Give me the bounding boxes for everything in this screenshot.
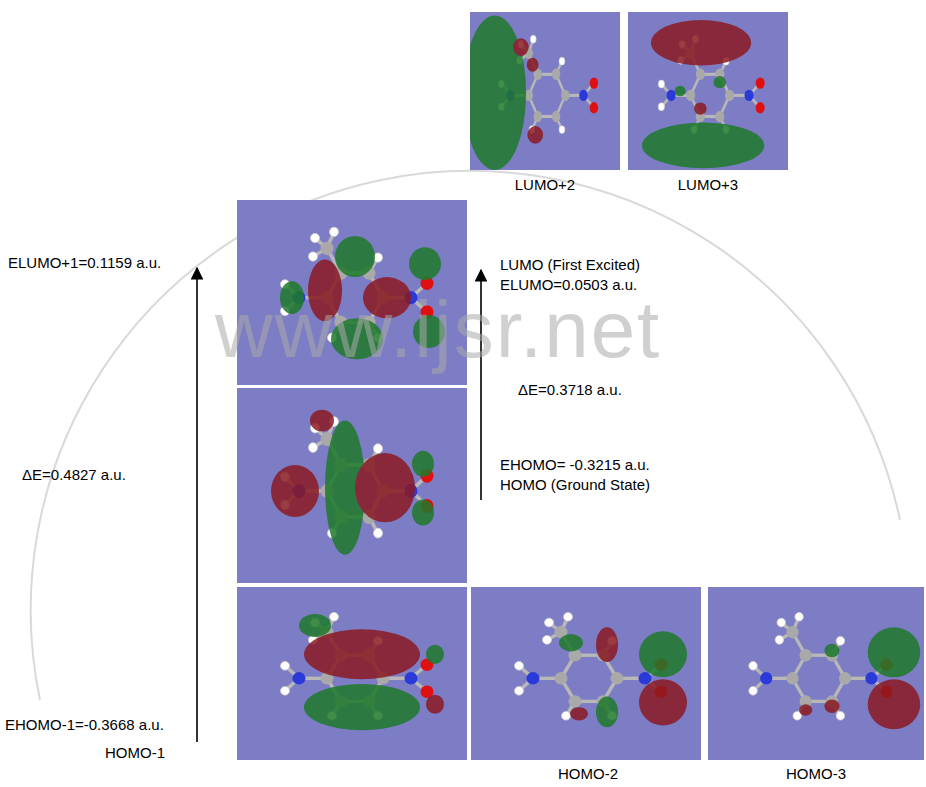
energy-gap-label: ΔE=0.3718 a.u.	[518, 381, 622, 399]
orbital-label: HOMO (Ground State)	[500, 476, 650, 494]
orbital-panel	[471, 587, 701, 760]
orbital-label: LUMO+3	[678, 176, 738, 194]
watermark-text: www.ijsr.net	[215, 284, 661, 376]
orbital-panel	[237, 200, 467, 385]
orbital-panel	[237, 587, 467, 760]
orbital-panel	[463, 12, 620, 170]
orbital-label: HOMO-2	[558, 765, 618, 783]
energy-label: ELUMO=0.0503 a.u.	[500, 276, 637, 294]
energy-gap-arrow	[196, 268, 198, 742]
energy-gap-arrow	[480, 270, 482, 500]
orbital-panel	[628, 12, 788, 170]
orbital-label: LUMO+2	[515, 176, 575, 194]
orbital-label: HOMO-3	[786, 765, 846, 783]
energy-label: EHOMO-1=-0.3668 a.u.	[5, 716, 164, 734]
orbital-panel	[708, 587, 924, 760]
energy-label: EHOMO= -0.3215 a.u.	[500, 456, 650, 474]
orbital-label: LUMO (First Excited)	[500, 256, 640, 274]
energy-gap-label: ΔE=0.4827 a.u.	[22, 466, 126, 484]
energy-label: ELUMO+1=0.1159 a.u.	[8, 254, 161, 272]
orbital-panel	[237, 388, 467, 583]
orbital-label: HOMO-1	[105, 744, 165, 762]
